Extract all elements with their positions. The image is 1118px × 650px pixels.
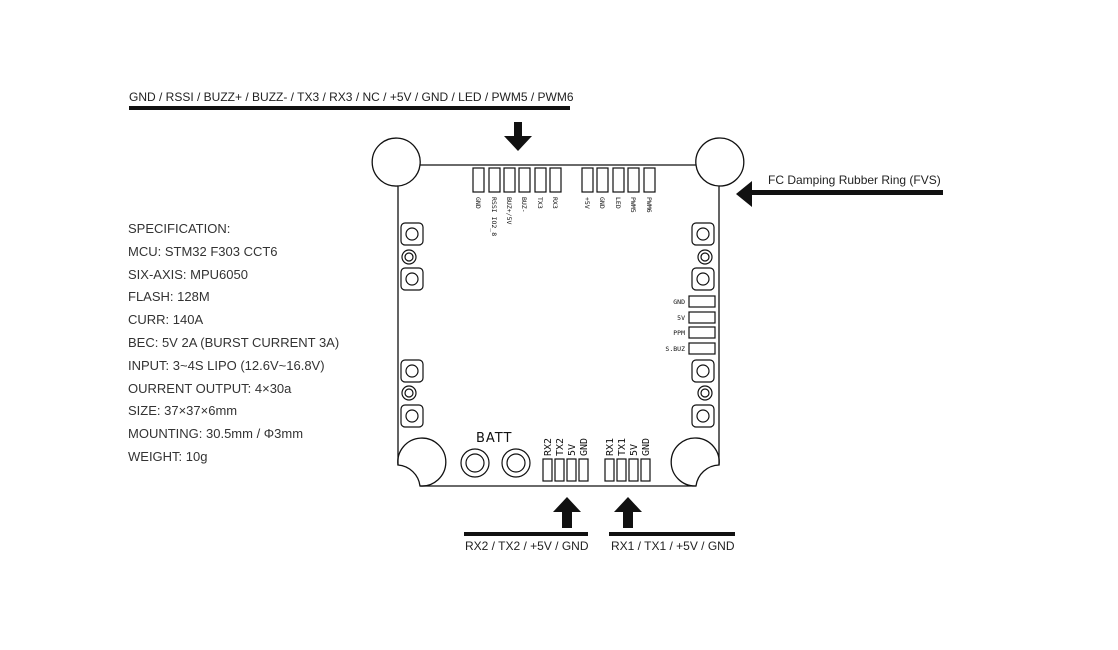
spec-weight: WEIGHT: 10g <box>128 448 208 464</box>
corner-hole-top-left <box>371 137 421 187</box>
bottom-uart-pads <box>542 458 651 482</box>
damping-ring-label: FC Damping Rubber Ring (FVS) <box>768 173 941 187</box>
right-pin-labels: GND 5V PPM S.BUZ <box>665 298 685 353</box>
board-outline <box>397 164 720 487</box>
spec-curr: CURR: 140A <box>128 312 204 328</box>
corner-hole-bottom-right <box>670 437 720 487</box>
spec-six-axis: SIX-AXIS: MPU6050 <box>128 266 248 282</box>
pin-label-led: LED <box>614 197 622 209</box>
uart1-label: RX1 / TX1 / +5V / GND <box>611 539 735 553</box>
pin-label-5v: +5V <box>583 197 591 209</box>
pin-label-rc-5v: 5V <box>677 314 685 322</box>
right-receiver-pads <box>688 295 716 355</box>
spec-title: SPECIFICATION: <box>128 221 231 236</box>
spec-current-output: OURRENT OUTPUT: 4×30a <box>128 380 292 396</box>
specification-list: SPECIFICATION: MCU: STM32 F303 CCT6 SIX-… <box>128 218 339 469</box>
uart2-label: RX2 / TX2 / +5V / GND <box>465 539 589 553</box>
spec-mounting: MOUNTING: 30.5mm / Φ3mm <box>128 426 304 442</box>
bottom-pin-labels: RX2 TX2 5V GND RX1 TX1 5V GND <box>543 438 652 456</box>
pin-label-tx1: TX1 <box>617 438 628 456</box>
pin-label-gnd-2: GND <box>598 197 606 209</box>
top-connector-pads <box>472 167 656 193</box>
spec-input: INPUT: 3~4S LIPO (12.6V~16.8V) <box>128 357 325 373</box>
spec-size: SIZE: 37×37×6mm <box>128 403 238 419</box>
left-side-pads <box>400 222 424 428</box>
top-arrow-icon <box>504 122 532 151</box>
pin-label-buz-plus: BUZ+/5V <box>505 197 513 224</box>
side-arrow-icon <box>736 181 943 207</box>
top-pin-labels: GND RSSI IO2_8 BUZ+/5V BUZ- TX3 RX3 +5V … <box>474 197 653 236</box>
pin-label-tx3: TX3 <box>536 197 544 209</box>
pin-label-pwm5: PWM5 <box>629 197 637 213</box>
pin-label-tx2: TX2 <box>555 438 566 456</box>
pin-label-rx3: RX3 <box>551 197 559 209</box>
battery-pads <box>460 448 531 478</box>
pin-label-pwm6: PWM6 <box>645 197 653 213</box>
top-pinout-label: GND / RSSI / BUZZ+ / BUZZ- / TX3 / RX3 /… <box>129 90 574 104</box>
pin-label-sbuz: S.BUZ <box>665 345 685 353</box>
pin-label-buz-minus: BUZ- <box>520 197 528 213</box>
pin-label-rx1: RX1 <box>605 438 616 456</box>
pin-label-uart1-5v: 5V <box>629 444 640 456</box>
pin-label-rc-gnd: GND <box>673 298 685 306</box>
pin-label-rx2: RX2 <box>543 438 554 456</box>
right-side-pads <box>691 222 715 428</box>
spec-flash: FLASH: 128M <box>128 289 210 305</box>
spec-bec: BEC: 5V 2A (BURST CURRENT 3A) <box>128 334 340 350</box>
bottom-arrow-right-icon <box>609 497 735 536</box>
pin-label-rssi: RSSI IO2_8 <box>490 197 498 236</box>
batt-label: BATT <box>476 431 512 446</box>
pin-label-uart2-gnd: GND <box>579 438 590 456</box>
pin-label-uart1-gnd: GND <box>641 438 652 456</box>
pin-label-uart2-5v: 5V <box>567 444 578 456</box>
top-pinout-bar <box>129 106 570 110</box>
bottom-arrow-left-icon <box>464 497 588 536</box>
pin-label-ppm: PPM <box>673 329 685 337</box>
pin-label-gnd: GND <box>474 197 482 209</box>
corner-hole-bottom-left <box>397 437 447 487</box>
spec-mcu: MCU: STM32 F303 CCT6 <box>128 243 278 259</box>
corner-hole-top-right <box>695 137 745 187</box>
